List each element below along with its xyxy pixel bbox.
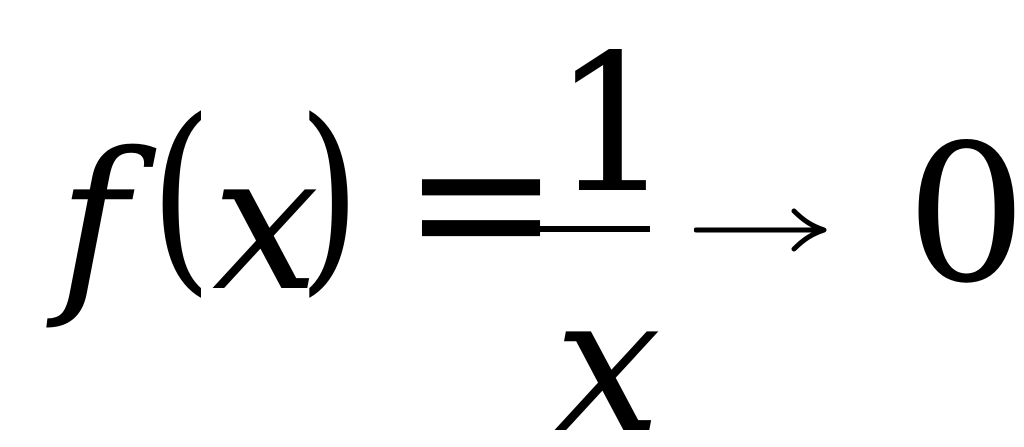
- fraction-numerator: 1: [552, 14, 673, 235]
- fraction-bar: [534, 226, 650, 232]
- close-parenthesis: ): [298, 77, 361, 315]
- function-variable: x: [212, 112, 320, 333]
- fraction-denominator: x: [554, 254, 662, 447]
- right-arrow-icon: [694, 208, 827, 252]
- function-symbol: f: [58, 112, 129, 333]
- equals-sign: =: [402, 83, 561, 321]
- limit-value: 0: [906, 104, 1024, 325]
- open-parenthesis: (: [150, 77, 213, 315]
